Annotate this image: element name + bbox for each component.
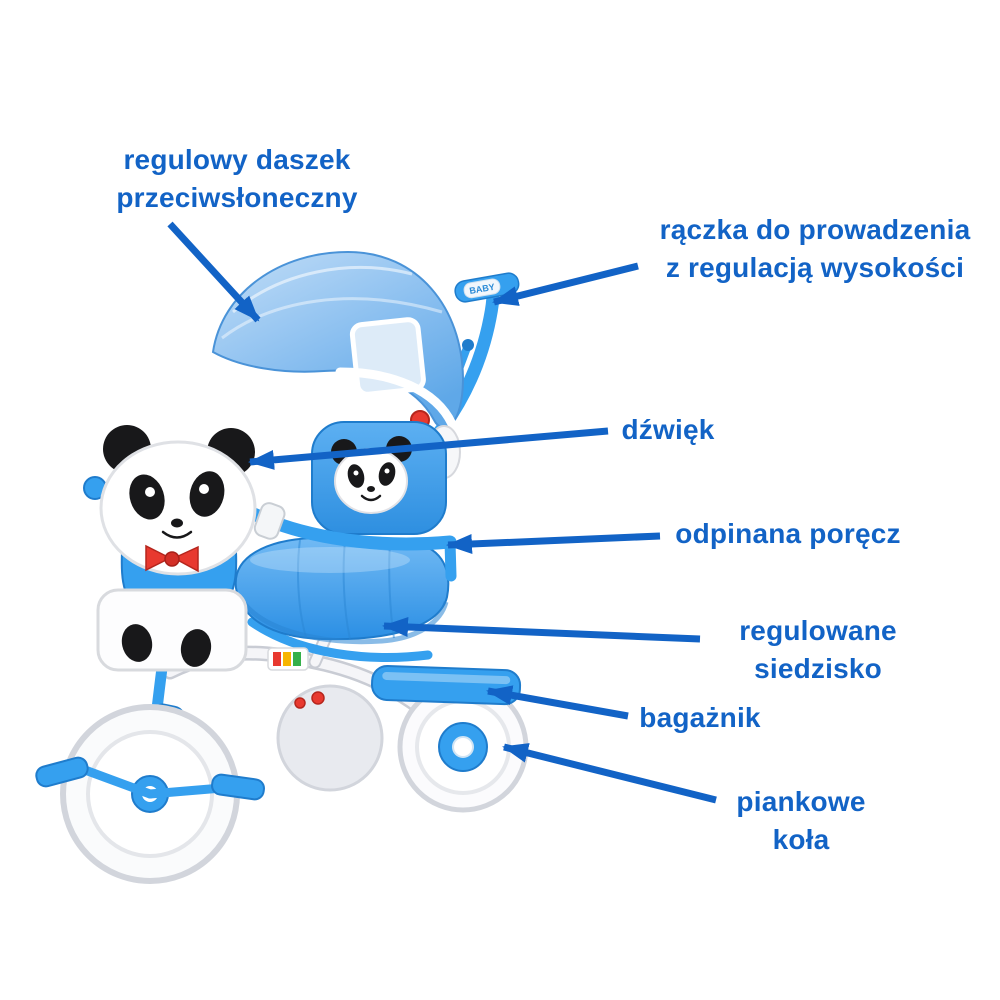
seat-frame bbox=[247, 617, 433, 709]
label-canopy: regulowy daszek przeciwsłoneczny bbox=[116, 141, 357, 217]
label-canopy-line1: regulowy daszek bbox=[123, 144, 351, 175]
arrow-carrier bbox=[486, 685, 629, 720]
grip-brand-text: BABY bbox=[469, 282, 496, 296]
bow-tie bbox=[145, 544, 199, 573]
rail-clamp bbox=[253, 502, 286, 540]
label-armrest: odpinana poręcz bbox=[675, 518, 901, 549]
label-seat-line2: siedzisko bbox=[754, 653, 882, 684]
label-seat-line1: regulowane bbox=[739, 615, 897, 646]
label-wheels: piankowe koła bbox=[736, 783, 865, 859]
pedal-right bbox=[211, 773, 265, 801]
label-sound: dźwięk bbox=[621, 414, 715, 445]
label-handle: rączka do prowadzenia z regulacją wysoko… bbox=[660, 211, 971, 287]
label-canopy-line2: przeciwsłoneczny bbox=[116, 182, 358, 213]
label-handle-line1: rączka do prowadzenia bbox=[659, 214, 971, 245]
panda-front bbox=[83, 425, 257, 672]
sun-canopy bbox=[211, 250, 465, 429]
label-carrier: bagażnik bbox=[639, 702, 761, 733]
front-wheel bbox=[35, 704, 265, 884]
label-wheels-line2: koła bbox=[772, 824, 830, 855]
rear-wheel-far bbox=[276, 684, 384, 792]
front-basket bbox=[96, 588, 248, 672]
annotation-arrows bbox=[167, 221, 717, 804]
arrow-armrest bbox=[446, 532, 661, 554]
label-handle-line2: z regulacją wysokości bbox=[665, 252, 965, 283]
panda-head bbox=[99, 425, 257, 576]
label-wheels-line1: piankowe bbox=[736, 786, 866, 817]
frame-sticker bbox=[267, 647, 309, 671]
arrow-seat bbox=[382, 616, 701, 643]
arrow-wheels bbox=[502, 743, 717, 804]
arrow-canopy bbox=[167, 221, 261, 323]
seat-backrest bbox=[311, 410, 461, 535]
pedal-left bbox=[35, 756, 89, 788]
seat-cushion bbox=[234, 536, 450, 645]
arrow-sound bbox=[248, 427, 609, 470]
label-seat: regulowane siedzisko bbox=[739, 612, 897, 688]
carrier-platform bbox=[371, 664, 522, 706]
rear-wheel bbox=[397, 681, 529, 813]
arrow-handle bbox=[492, 262, 639, 306]
